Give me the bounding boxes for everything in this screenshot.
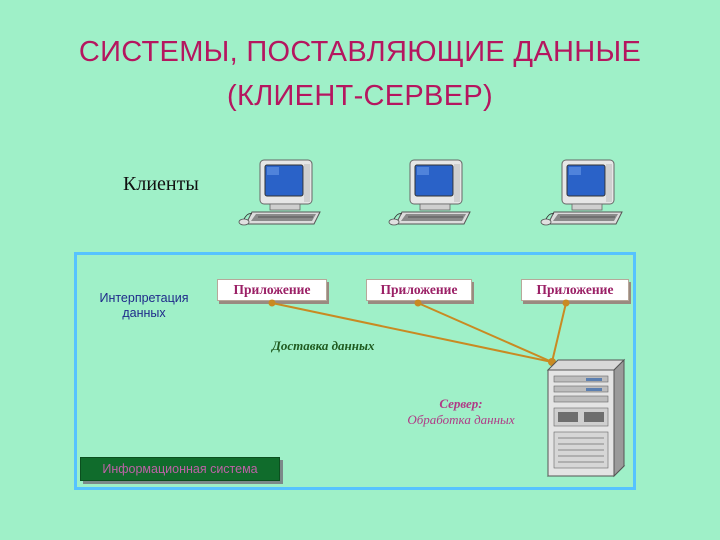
interpretation-line-1: Интерпретация: [99, 291, 189, 305]
interpretation-label: Интерпретация данных: [88, 291, 200, 321]
slide-title: СИСТЕМЫ, ПОСТАВЛЯЮЩИЕ ДАННЫЕ (КЛИЕНТ-СЕР…: [0, 30, 720, 118]
application-box-1: Приложение: [217, 279, 327, 301]
title-line-2: (КЛИЕНТ-СЕРВЕР): [227, 80, 493, 112]
server-tower-icon: [546, 358, 626, 478]
client-computer-icon: [540, 159, 623, 226]
server-label: Сервер: Обработка данных: [392, 396, 530, 428]
title-line-1: СИСТЕМЫ, ПОСТАВЛЯЮЩИЕ ДАННЫЕ: [78, 36, 642, 68]
client-computer-icon: [388, 159, 471, 226]
client-computer-icon: [238, 159, 321, 226]
clients-label: Клиенты: [123, 173, 199, 195]
information-system-frame: [74, 252, 636, 490]
server-label-line-1: Сервер:: [439, 396, 483, 411]
application-box-3: Приложение: [521, 279, 629, 301]
server-label-line-2: Обработка данных: [407, 412, 515, 427]
information-system-label: Информационная система: [80, 457, 280, 481]
data-delivery-label: Доставка данных: [272, 338, 375, 353]
interpretation-line-2: данных: [122, 306, 166, 320]
application-box-2: Приложение: [366, 279, 472, 301]
